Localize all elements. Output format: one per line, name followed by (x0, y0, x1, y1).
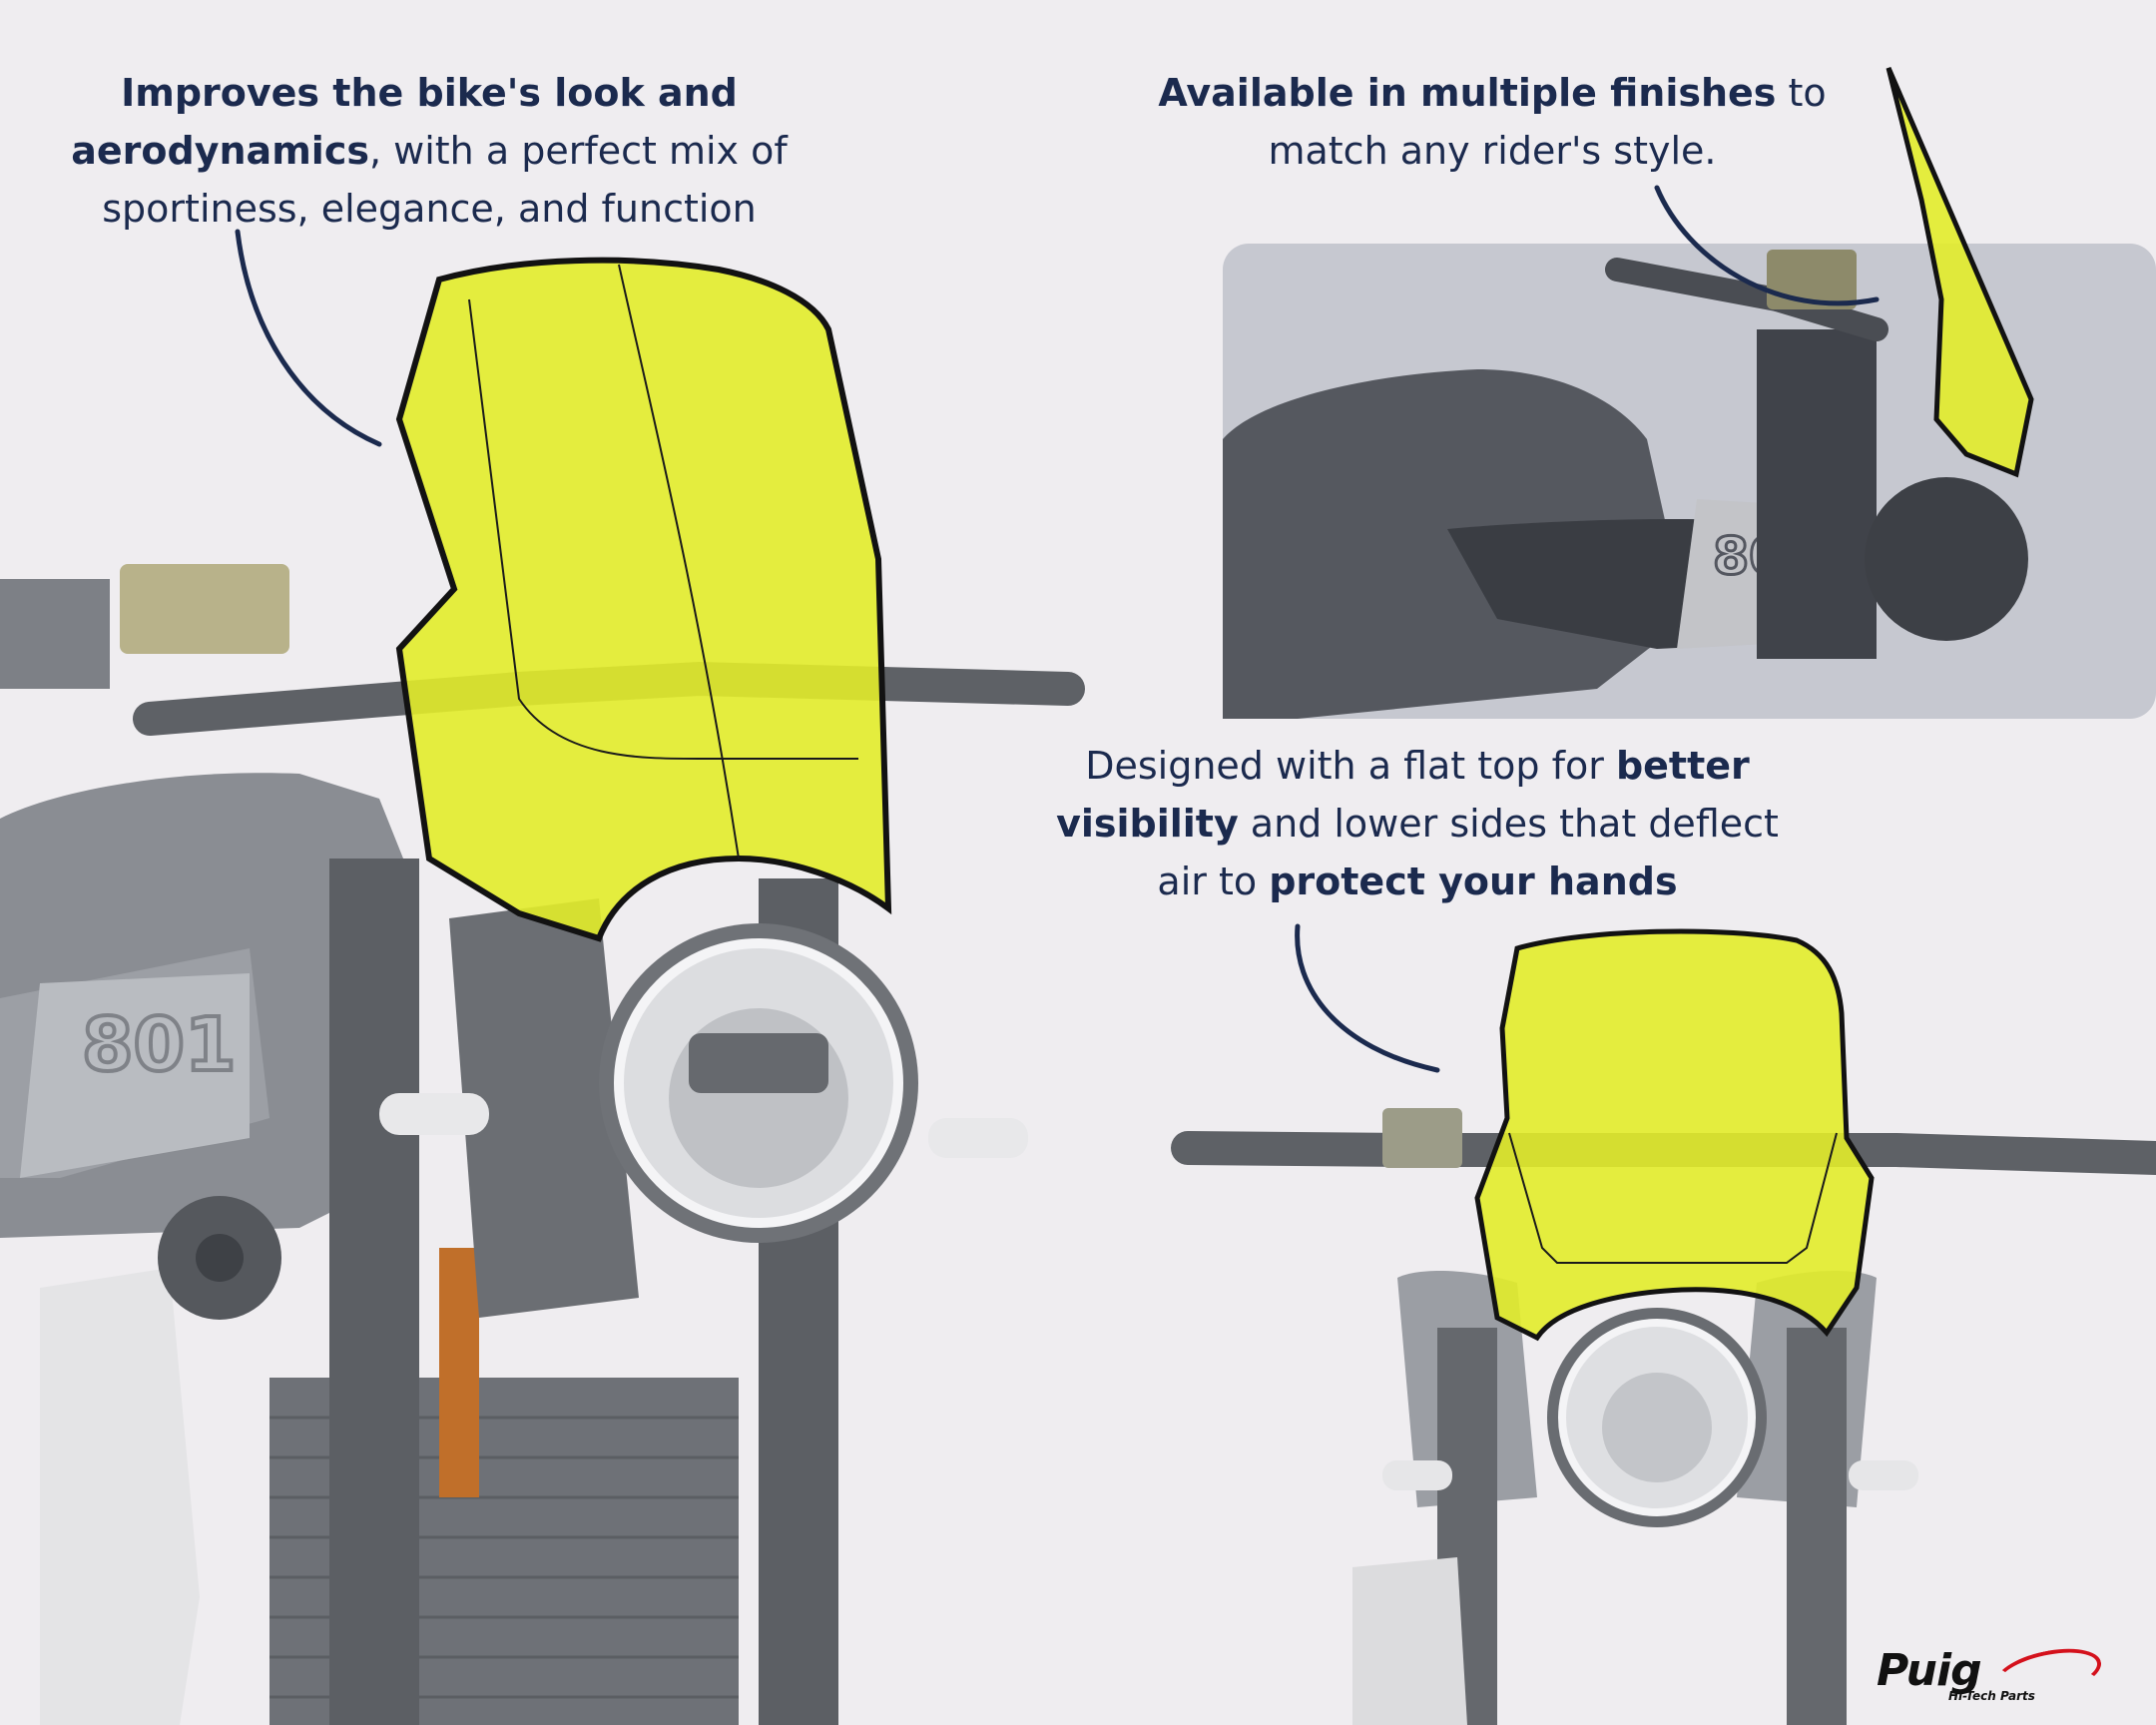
front-view-photo (1171, 923, 2156, 1725)
caption-right-bold-1: Available in multiple finishes (1158, 71, 1777, 115)
main-windscreen (395, 257, 892, 942)
brand-logo: Puig Hi-Tech Parts (1877, 1640, 2106, 1706)
inset-windscreen (1886, 67, 2034, 478)
caption-left-bold-2: aerodynamics (71, 129, 369, 173)
brand-tagline: Hi-Tech Parts (1948, 1689, 2035, 1703)
inset-photo: 801 (1223, 67, 2156, 719)
caption-mid-text-2: and lower sides that deflect (1238, 802, 1779, 846)
caption-right-text-1: to (1776, 71, 1827, 115)
caption-mid-bold-1: better (1615, 744, 1750, 788)
leader-line-left (235, 229, 382, 447)
main-tank-badge: 801 (82, 1002, 236, 1088)
caption-mid-text-3: air to (1157, 860, 1270, 903)
brand-name: Puig (1877, 1645, 1982, 1696)
caption-look-aerodynamics: Improves the bike's look and aerodynamic… (60, 64, 799, 238)
leader-line-middle (1295, 923, 1440, 1073)
caption-left-bold-1: Improves the bike's look and (121, 71, 738, 115)
caption-left-text-1: , with a perfect mix of (368, 129, 788, 173)
caption-finishes: Available in multiple finishes to match … (1128, 64, 1857, 180)
caption-mid-bold-3: protect your hands (1269, 860, 1678, 903)
caption-mid-text-1: Designed with a flat top for (1085, 744, 1616, 788)
caption-left-text-2: sportiness, elegance, and function (102, 187, 757, 231)
caption-mid-bold-2: visibility (1056, 802, 1239, 846)
front-windscreen (1474, 928, 1875, 1342)
caption-flat-top: Designed with a flat top for better visi… (1028, 737, 1807, 910)
main-bike-photo: 801 (0, 229, 1085, 1725)
leader-line-right (1654, 185, 1880, 306)
caption-right-text-2: match any rider's style. (1268, 129, 1717, 173)
